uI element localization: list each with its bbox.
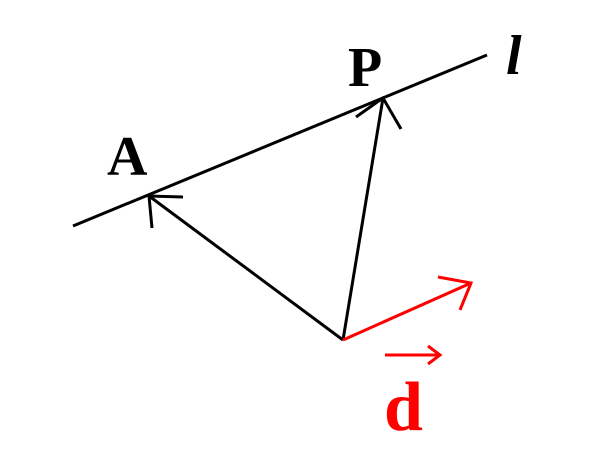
direction-vector-d [342,281,472,342]
arrowhead-d-icon [437,275,474,311]
label-a: A [107,126,148,188]
arrowhead-p-icon [355,95,403,130]
label-d: d [384,369,423,446]
vector-origin-to-a [148,194,344,342]
vector-origin-to-p [341,97,385,341]
arrowhead-a-icon [147,194,184,229]
label-l: l [506,25,522,87]
d-overline-arrowhead-icon [427,344,443,366]
label-p: P [348,37,382,99]
line-l [72,53,488,228]
